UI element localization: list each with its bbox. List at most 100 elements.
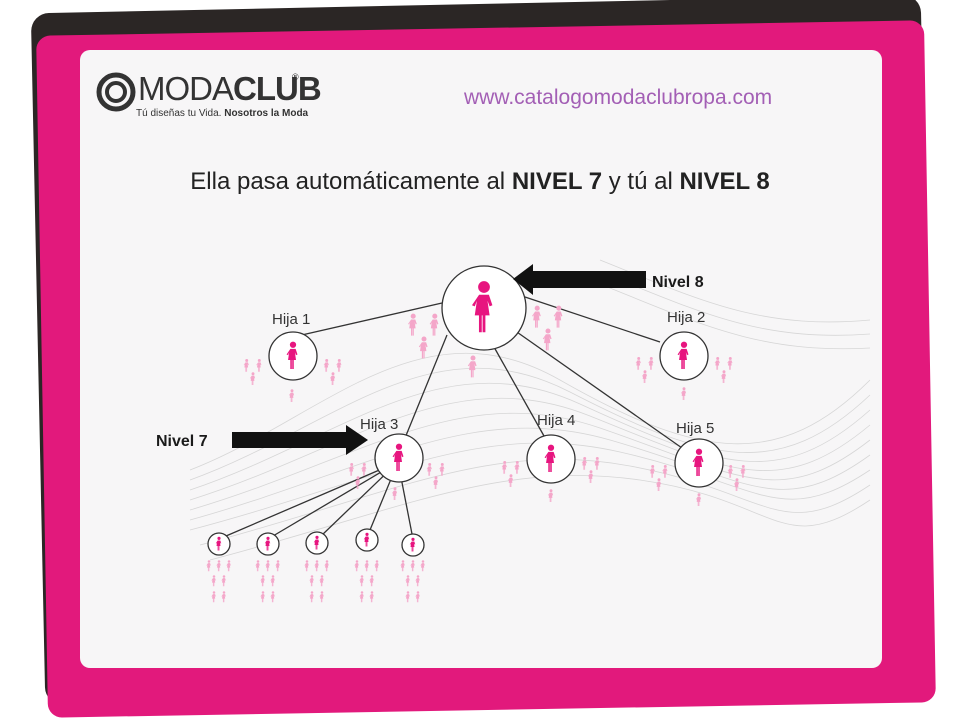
arrow-left-icon [513,264,646,295]
woman-figure-icon [221,591,226,603]
arrow-nivel-7: Nivel 7 [156,425,368,455]
woman-figure-icon [662,464,668,478]
woman-figure-icon [270,575,275,587]
woman-figure-icon [226,560,231,572]
woman-figure-icon [641,370,648,384]
woman-figure-icon [532,305,541,328]
label-hija-2: Hija 2 [667,309,705,326]
woman-figure-icon [314,560,319,572]
logo-wordmark-light: MODA [138,70,234,107]
woman-figure-icon [260,591,265,603]
woman-figure-icon [648,356,654,370]
woman-figure-icon [270,591,275,603]
tagline-bold: Nosotros la Moda [224,108,309,119]
woman-figure-icon [727,464,733,478]
headline-mid: y tú al [608,168,673,195]
woman-figure-icon [420,560,425,572]
woman-figure-icon [216,560,221,572]
woman-figure-icon [408,313,417,336]
woman-figure-icon [410,560,415,572]
woman-figure-icon [635,356,641,370]
woman-figure-icon [256,358,262,372]
connector-lines [225,293,683,537]
woman-figure-icon [581,456,587,470]
woman-figure-icon [221,575,226,587]
woman-figure-icon [265,560,270,572]
woman-figure-icon [720,370,727,384]
website-link[interactable]: www.catalogomodaclubropa.com [464,86,773,109]
woman-figure-icon [553,305,563,328]
woman-figure-icon [594,456,600,470]
woman-figure-icon [418,336,428,359]
label-hija-3: Hija 3 [360,416,398,433]
woman-figure-icon [426,462,432,476]
woman-figure-icon [206,560,211,572]
woman-figure-icon [680,387,687,401]
woman-figure-icon [727,356,733,370]
nivel-7-label: Nivel 7 [156,433,208,450]
headline: Ella pasa automáticamente al NIVEL 7 y t… [0,168,960,196]
moda-club-logo: MODACLUB ® Tú diseñas tu Vida. Nosotros … [96,70,322,122]
woman-figure-icon [587,470,594,484]
woman-figure-icon [415,591,420,603]
woman-figure-icon [695,493,702,507]
label-hija-4: Hija 4 [537,412,575,429]
woman-figure-icon [275,560,280,572]
arrow-nivel-8: Nivel 8 [513,264,704,295]
woman-figure-icon [319,591,324,603]
headline-level-8: NIVEL 8 [679,168,770,195]
tagline-light: Tú diseñas tu Vida. [136,108,222,119]
woman-figure-icon [323,358,329,372]
woman-figure-icon [309,591,314,603]
woman-figure-icon [514,460,520,474]
woman-figure-icon [359,575,364,587]
woman-figure-icon [348,462,354,476]
woman-figure-icon [249,372,256,386]
woman-figure-icon [547,489,554,503]
label-hija-5: Hija 5 [676,420,714,437]
decorative-waves [189,259,871,561]
node-circles [207,265,724,557]
woman-figure-icon [405,591,410,603]
headline-level-7: NIVEL 7 [511,168,603,195]
woman-figure-icon [361,462,367,476]
woman-figure-icon [260,575,265,587]
woman-figure-icon [359,591,364,603]
woman-figure-icon [211,591,216,603]
woman-figure-icon [655,478,662,492]
woman-figure-icon [336,358,342,372]
woman-figure-icon [429,313,439,336]
woman-figure-icon [288,389,295,403]
woman-figure-icon [400,560,405,572]
woman-figure-icon [439,462,445,476]
woman-figure-icon [542,328,552,351]
woman-figure-icon [733,478,740,492]
headline-pre: Ella pasa automáticamente al [190,168,506,195]
woman-figure-icon [714,356,720,370]
woman-figure-icon [364,560,369,572]
arrow-right-icon [232,425,368,455]
logo-wordmark-bold: CLUB [233,70,322,107]
woman-figure-icon [309,575,314,587]
woman-figure-icon [467,355,477,378]
woman-figure-icon [319,575,324,587]
woman-figure-icon [354,560,359,572]
logo-mark-icon [96,72,136,112]
woman-figure-icon [415,575,420,587]
woman-figure-icon [369,575,374,587]
woman-figure-icon [405,575,410,587]
woman-figure-icon [255,560,260,572]
woman-figure-icon [391,487,398,501]
nivel-8-label: Nivel 8 [652,274,704,291]
woman-figure-icon [374,560,379,572]
woman-figure-icon [324,560,329,572]
label-hija-1: Hija 1 [272,311,310,328]
logo-wordmark: MODACLUB [138,70,322,108]
woman-figure-icon [243,358,249,372]
woman-figure-icon [329,372,336,386]
woman-figure-icon [369,591,374,603]
woman-figure-icon [304,560,309,572]
logo-tagline: Tú diseñas tu Vida. Nosotros la Moda [136,108,308,119]
